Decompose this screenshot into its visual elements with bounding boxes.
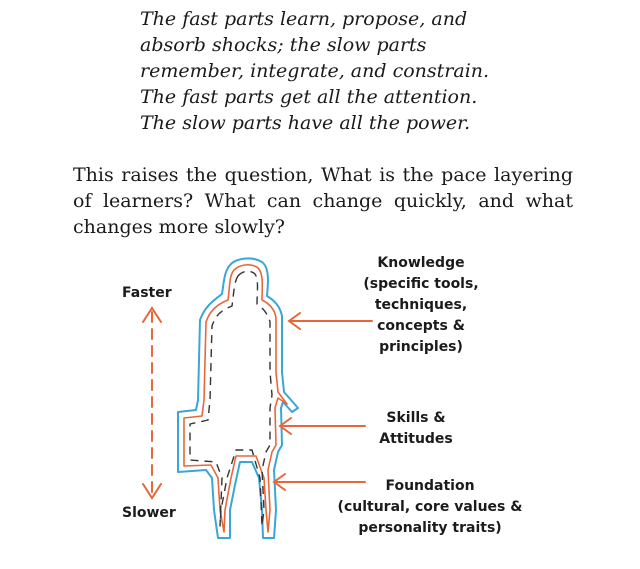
skills-arrowhead [278,417,292,435]
foundation-label-line: (cultural, core values & [337,499,523,515]
skills-label: Skills & Attitudes [370,408,462,450]
quote-line: The fast parts get all the attention. [140,86,478,108]
knowledge-label: Knowledge (specific tools, techniques, c… [355,253,487,358]
knowledge-label-line: concepts & [377,318,465,334]
foundation-arrowhead [272,473,286,491]
pull-quote: The fast parts learn, propose, and absor… [140,6,560,136]
knowledge-label-line: techniques, [374,297,468,313]
foundation-label: Foundation (cultural, core values & pers… [330,476,530,539]
knowledge-label-line: (specific tools, [363,276,479,292]
paragraph-line: of learners? What can change quickly, an… [73,190,573,212]
human-silhouette-dashed [189,270,273,527]
quote-line: The slow parts have all the power. [140,112,471,134]
human-silhouette-inner [183,264,288,533]
skills-label-line: Skills & [386,410,446,426]
scale-arrowhead-down [142,483,162,500]
knowledge-label-line: Knowledge [377,255,465,271]
foundation-label-line: personality traits) [358,520,502,536]
pace-scale-arrow [142,306,162,500]
knowledge-arrowhead [287,312,301,330]
quote-line: absorb shocks; the slow parts [140,34,427,56]
skills-label-line: Attitudes [379,431,453,447]
quote-line: The fast parts learn, propose, and [140,8,468,30]
quote-line: remember, integrate, and constrain. [140,60,490,82]
body-paragraph: This raises the question, What is the pa… [73,162,573,240]
scale-arrowhead-up [142,306,162,323]
label-pointers [272,312,373,491]
foundation-label-line: Foundation [385,478,475,494]
paragraph-line: changes more slowly? [73,216,285,238]
human-silhouette-outline [177,257,299,539]
slower-label: Slower [122,505,176,521]
faster-label: Faster [122,285,172,301]
paragraph-line: This raises the question, What is the pa… [73,164,573,186]
knowledge-label-line: principles) [379,339,463,355]
